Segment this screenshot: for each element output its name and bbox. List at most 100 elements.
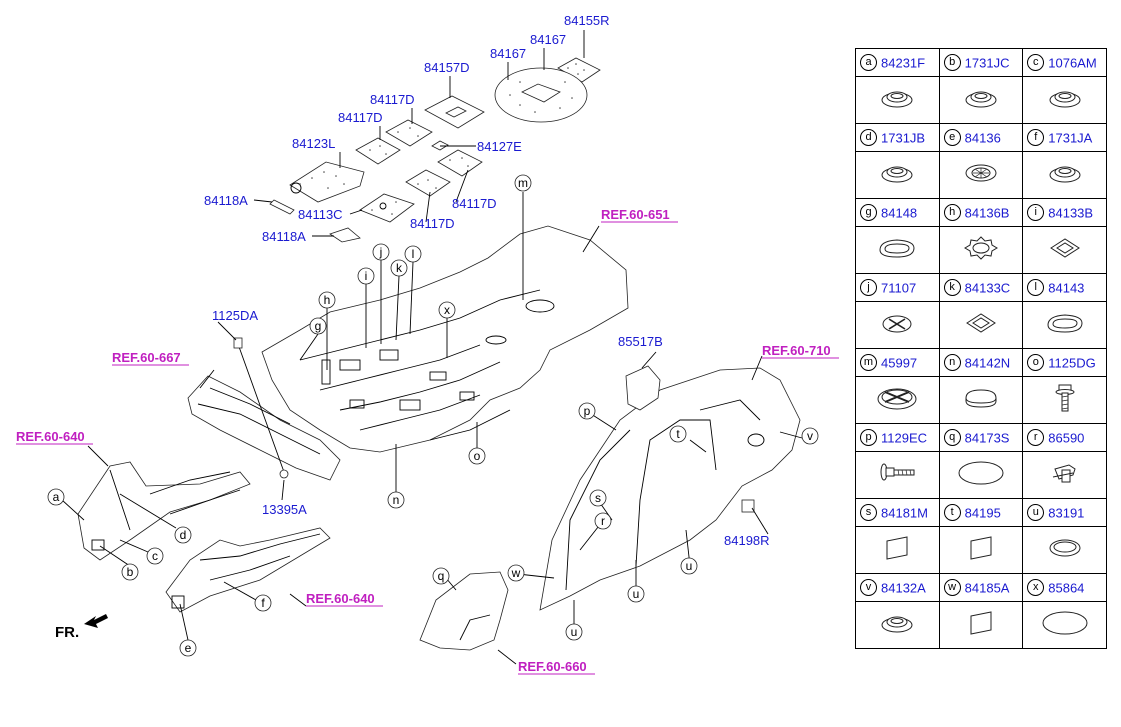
legend-part-number: 84133B bbox=[1048, 204, 1094, 220]
callout-j: j bbox=[372, 243, 390, 261]
svg-text:s: s bbox=[595, 491, 601, 505]
legend-letter: s bbox=[860, 503, 877, 521]
diamond-plug-icon bbox=[938, 301, 1024, 349]
label-84113C: 84113C bbox=[298, 207, 343, 222]
label-84127E: 84127E bbox=[477, 139, 522, 154]
label-84118A-1: 84118A bbox=[204, 193, 248, 208]
label-84167-b: 84167 bbox=[490, 46, 526, 61]
callout-p: p bbox=[578, 402, 596, 420]
front-fender bbox=[419, 571, 509, 651]
parts-diagram: 84155R 84167 84167 84157D 84117D 84117D … bbox=[16, 13, 839, 675]
legend-letter: p bbox=[860, 428, 877, 446]
callout-o: o bbox=[468, 447, 486, 465]
label-84117D-3: 84117D bbox=[452, 196, 497, 211]
callout-r: r bbox=[594, 512, 612, 530]
legend-letter: u bbox=[1027, 503, 1045, 521]
legend-letter: m bbox=[860, 353, 877, 371]
legend-part-number: 84136B bbox=[964, 204, 1010, 220]
legend-letter: t bbox=[943, 503, 961, 521]
callout-u-2: u bbox=[627, 585, 645, 603]
svg-text:j: j bbox=[379, 245, 383, 259]
legend-letter: b bbox=[943, 53, 961, 71]
label-1125DA: 1125DA bbox=[212, 308, 258, 323]
front-side-member bbox=[77, 461, 251, 561]
callout-d: d bbox=[174, 526, 192, 544]
svg-text:w: w bbox=[511, 566, 521, 580]
legend-letter: d bbox=[860, 128, 877, 146]
label-84117D-1: 84117D bbox=[370, 92, 415, 107]
label-84167-a: 84167 bbox=[530, 32, 566, 47]
legend-letter: c bbox=[1027, 53, 1045, 71]
legend-part-number: 84132A bbox=[881, 579, 926, 595]
callout-i: i bbox=[357, 267, 375, 285]
legend-icon-row bbox=[855, 376, 1107, 424]
square-pad-icon bbox=[938, 601, 1024, 649]
vented-plug-icon bbox=[938, 151, 1024, 199]
svg-text:o: o bbox=[474, 449, 481, 463]
svg-text:c: c bbox=[152, 549, 158, 563]
svg-text:v: v bbox=[807, 429, 813, 443]
legend-part-number: 1076AM bbox=[1048, 54, 1097, 70]
legend-part-number: 1731JB bbox=[881, 129, 926, 145]
fr-label: FR. bbox=[55, 624, 79, 641]
diamond-plug-icon bbox=[1022, 226, 1107, 274]
grommet-icon bbox=[1022, 151, 1107, 199]
legend-letter: g bbox=[860, 203, 877, 221]
legend-part-number: 71107 bbox=[881, 279, 917, 295]
callout-a: a bbox=[47, 488, 65, 506]
bolt-icon bbox=[1022, 376, 1107, 424]
legend-part-number: 84181M bbox=[881, 504, 928, 520]
grommet-icon bbox=[855, 76, 940, 124]
leader-lines bbox=[61, 30, 803, 665]
oval-plug-icon bbox=[855, 226, 940, 274]
legend-letter: w bbox=[943, 578, 961, 596]
svg-text:k: k bbox=[396, 261, 403, 275]
svg-text:x: x bbox=[444, 303, 450, 317]
legend-part-number: 84136 bbox=[964, 129, 1001, 145]
cross-plug-large-icon bbox=[855, 376, 940, 424]
legend-part-number: 84173S bbox=[964, 429, 1010, 445]
legend-letter: f bbox=[1027, 128, 1045, 146]
legend-part-number: 1125DG bbox=[1048, 354, 1096, 370]
front-lower-member bbox=[165, 527, 331, 613]
legend-icon-row bbox=[855, 301, 1107, 349]
legend-letter: q bbox=[943, 428, 961, 446]
callout-t: t bbox=[669, 425, 687, 443]
callout-k: k bbox=[390, 259, 408, 277]
oval-plug-icon bbox=[1022, 301, 1107, 349]
callout-u-3: u bbox=[565, 623, 583, 641]
floor-pan bbox=[261, 225, 629, 453]
label-84155R: 84155R bbox=[564, 13, 610, 28]
callout-b: b bbox=[121, 563, 139, 581]
legend-letter: o bbox=[1027, 353, 1045, 371]
svg-text:t: t bbox=[676, 427, 680, 441]
legend-part-number: 1129EC bbox=[881, 429, 928, 445]
svg-text:n: n bbox=[393, 493, 400, 507]
svg-text:u: u bbox=[633, 587, 640, 601]
legend-part-number: 1731JC bbox=[964, 54, 1010, 70]
legend-part-number: 45997 bbox=[881, 354, 918, 370]
label-84117D-2: 84117D bbox=[338, 110, 383, 125]
side-body bbox=[539, 365, 801, 611]
part-number-labels: 84155R 84167 84167 84157D 84117D 84117D … bbox=[204, 13, 770, 548]
ref-60-710: REF.60-710 bbox=[762, 343, 831, 358]
legend-part-number: 84148 bbox=[881, 204, 918, 220]
legend-icon-row bbox=[855, 226, 1107, 274]
legend-letter: h bbox=[943, 203, 961, 221]
fr-arrow-icon bbox=[84, 614, 108, 628]
callout-c: c bbox=[146, 547, 164, 565]
